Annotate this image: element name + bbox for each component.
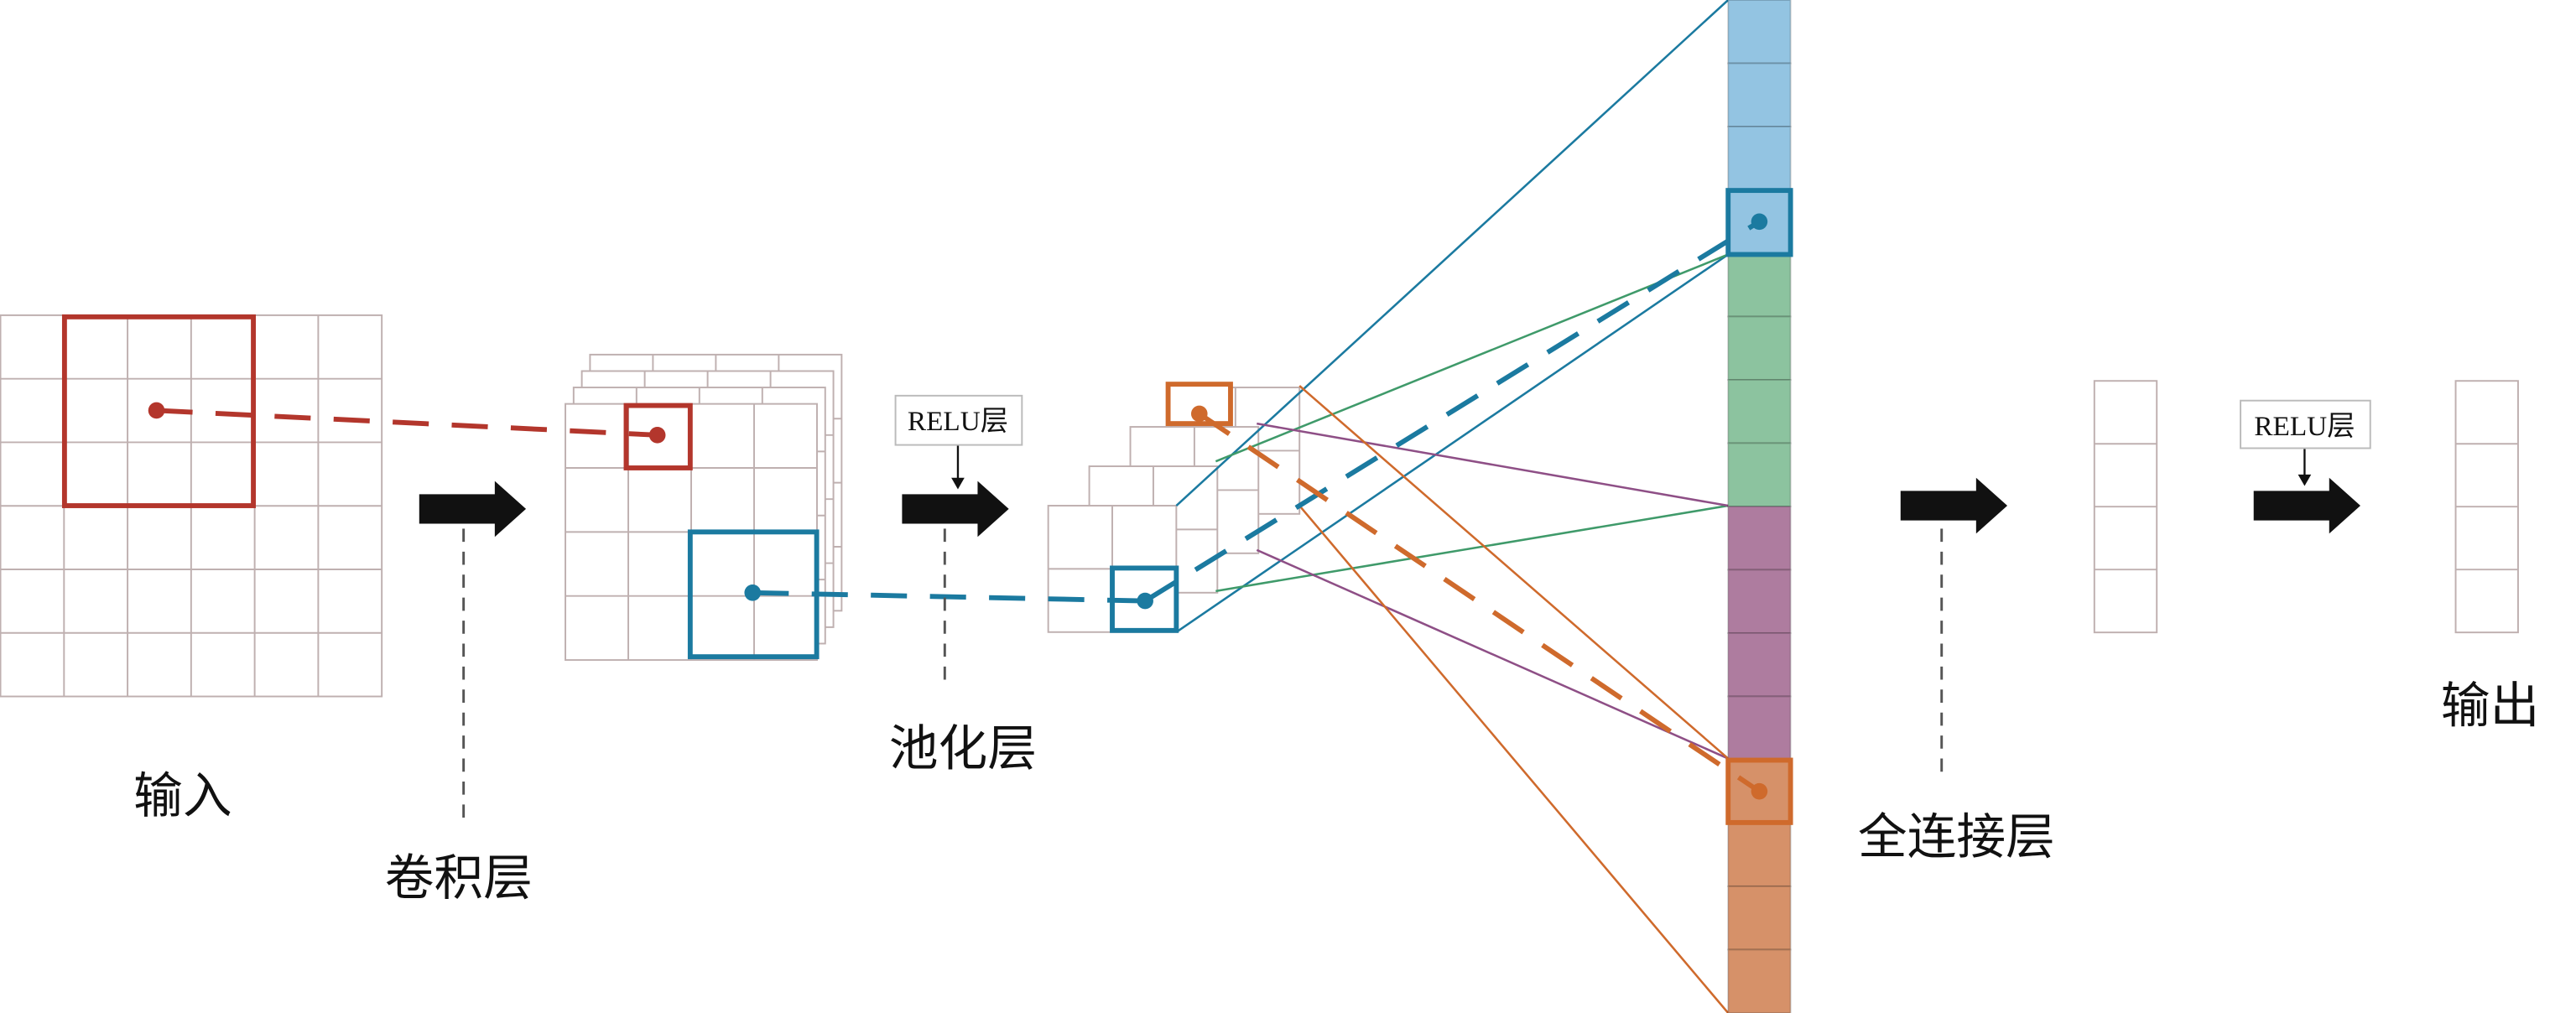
relu-label-2: RELU层	[2254, 411, 2355, 442]
fc-neuron-cell	[1727, 378, 1792, 444]
arrow-right-icon	[419, 481, 527, 538]
relu-pointer-arrowhead-icon	[951, 477, 965, 490]
fc-layer-label: 全连接层	[1858, 808, 2055, 865]
neuron-dot	[648, 427, 666, 444]
connection-line	[1175, 0, 1730, 506]
connection-line	[1256, 548, 1729, 760]
neuron-dot	[1137, 592, 1153, 610]
fc-neuron-cell	[1727, 252, 1792, 318]
relu-label-box-1: RELU层	[894, 394, 1023, 446]
fc-neuron-cell	[1727, 315, 1792, 381]
fc-blue-highlight	[1725, 188, 1793, 257]
input-label: 输入	[133, 766, 232, 824]
neuron-dot	[1751, 782, 1768, 800]
fc-blue-dashed-line	[1143, 219, 1761, 604]
neuron-dot	[1190, 405, 1208, 423]
neuron-dot	[1751, 213, 1768, 231]
layer-arrow	[2253, 477, 2360, 534]
pool-layer-label: 池化层	[889, 719, 1037, 777]
relu-pointer-arrowhead-icon	[2298, 474, 2312, 486]
connection-line	[1298, 505, 1730, 1013]
fc-neuron-cell	[1727, 442, 1792, 507]
layer-arrow	[1900, 477, 2008, 772]
layer-arrows	[419, 444, 2360, 821]
output-vector-column	[2454, 380, 2519, 634]
fc-orange-highlight	[1725, 757, 1793, 825]
fc-neuron-cell	[1727, 569, 1792, 634]
connection-line	[1257, 422, 1729, 507]
fc-neuron-cell	[1727, 948, 1792, 1013]
fc-neuron-cell	[1727, 505, 1792, 571]
arrow-right-icon	[2253, 477, 2360, 534]
fc-neuron-cell	[1727, 822, 1792, 887]
fc-neuron-cell	[1727, 126, 1792, 191]
input-kernel-box	[61, 314, 256, 508]
arrow-right-icon	[902, 481, 1009, 538]
neuron-dot	[148, 402, 165, 419]
connection-line	[1215, 504, 1729, 593]
relu-label-box-2: RELU层	[2240, 399, 2371, 449]
fc-connection-lines	[1175, 0, 1730, 1013]
layer-arrow	[902, 481, 1009, 682]
conv-feature-maps	[565, 353, 843, 662]
neuron-dot	[744, 584, 762, 601]
fc-neuron-cell	[1727, 695, 1792, 761]
layer-arrow	[419, 481, 527, 821]
conv-output-box	[623, 403, 693, 470]
fc-neuron-cell	[1727, 0, 1792, 65]
fc-neuron-cell	[1727, 885, 1792, 951]
conv-dashed-line	[156, 408, 658, 438]
output-label: 输出	[2441, 676, 2539, 734]
hidden-neurons	[2093, 380, 2158, 634]
receptive-field-marks	[61, 188, 1793, 825]
relu-label-1: RELU层	[908, 406, 1008, 437]
connection-line	[1215, 253, 1729, 463]
fc-neuron-cell	[1727, 62, 1792, 127]
hidden-vector-column	[2093, 380, 2158, 634]
conv-layer-label: 卷积层	[385, 849, 533, 907]
fc-orange-dashed-line	[1198, 411, 1762, 794]
fc-vector-column	[1727, 0, 1792, 1013]
pooled-blue-box	[1110, 565, 1179, 633]
fc-neuron-cell	[1727, 631, 1792, 698]
output-neurons	[2454, 380, 2519, 634]
arrow-right-icon	[1900, 477, 2008, 534]
pool-dashed-line	[752, 590, 1146, 604]
connection-line	[1298, 385, 1730, 760]
connection-line	[1175, 253, 1729, 633]
